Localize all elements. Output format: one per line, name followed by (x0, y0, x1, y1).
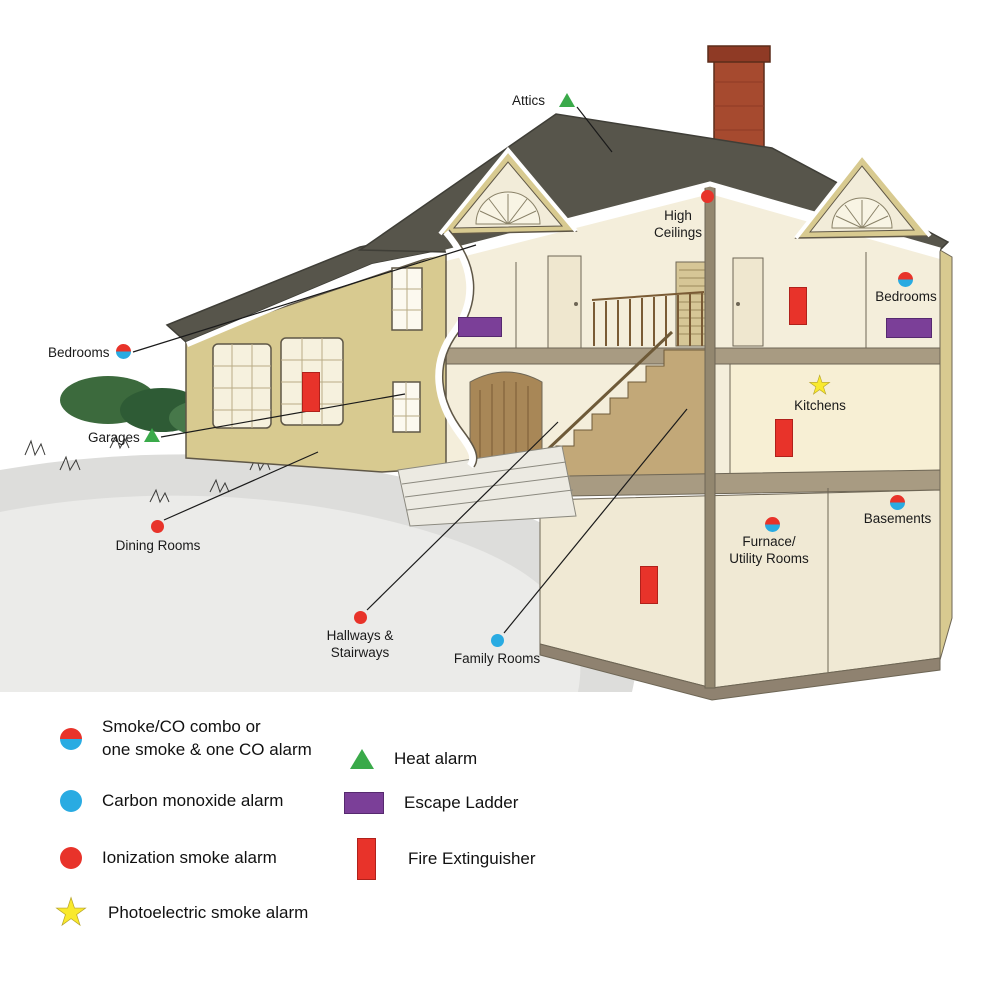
heat-alarm-icon (559, 93, 575, 107)
carbon-monoxide-alarm-icon (60, 790, 82, 813)
legend-item-heat-alarm: Heat alarm (350, 748, 477, 771)
photoelectric-smoke-alarm-icon (808, 372, 831, 398)
room-label-attics: Attics (512, 93, 546, 108)
garage-wing (165, 228, 449, 473)
fire-extinguisher-icon (357, 838, 376, 880)
escape-ladder-icon (458, 317, 502, 337)
legend-item-ionization-smoke: Ionization smoke alarm (60, 847, 277, 870)
front-steps (397, 445, 577, 527)
escape-ladder-icon (344, 792, 384, 815)
room-label-furnace-utility: Furnace/ Utility Rooms (729, 534, 809, 566)
fire-extinguisher-icon (302, 372, 320, 412)
photoelectric-smoke-alarm-icon (54, 894, 88, 932)
ionization-smoke-alarm-icon (151, 520, 164, 533)
heat-alarm-icon (350, 749, 374, 770)
heat-alarm-icon (144, 428, 160, 442)
cutaway-edge (435, 229, 478, 469)
ionization-smoke-alarm-icon (701, 190, 714, 203)
room-label-bedrooms-right: Bedrooms (875, 289, 937, 304)
fire-extinguisher-icon (640, 566, 658, 604)
smoke-co-combo-icon (116, 344, 131, 359)
fire-extinguisher-icon (775, 419, 793, 457)
main-roof (357, 113, 950, 255)
carbon-monoxide-alarm-icon (491, 634, 504, 647)
smoke-co-combo-icon (60, 727, 82, 750)
room-label-garages: Garages (88, 430, 140, 445)
room-label-high-ceilings: High Ceilings (653, 208, 703, 240)
legend-label: Escape Ladder (404, 793, 519, 812)
legend-label: Photoelectric smoke alarm (108, 902, 309, 922)
smoke-co-combo-icon (890, 495, 905, 510)
room-label-basements: Basements (863, 511, 932, 526)
leader-lines (132, 106, 688, 634)
room-label-hallways-stairways: Hallways & Stairways (326, 628, 394, 660)
legend-label: Heat alarm (394, 749, 478, 768)
smoke-co-combo-icon (898, 272, 913, 287)
gable-right (794, 150, 932, 240)
legend-label: Smoke/CO combo or one smoke & one CO ala… (102, 717, 312, 759)
banister (591, 291, 705, 346)
legend-item-carbon-monoxide: Carbon monoxide alarm (60, 790, 283, 813)
smoke-co-combo-icon (765, 517, 780, 532)
fire-extinguisher-icon (789, 287, 807, 325)
ionization-smoke-alarm-icon (60, 847, 82, 870)
ionization-smoke-alarm-icon (354, 611, 367, 624)
legend-item-smoke-co-combo: Smoke/CO combo or one smoke & one CO ala… (60, 716, 312, 762)
room-label-family-rooms: Family Rooms (453, 651, 541, 666)
legend-label: Ionization smoke alarm (102, 848, 277, 867)
legend-label: Fire Extinguisher (408, 848, 536, 868)
escape-ladder-icon (886, 318, 932, 338)
legend-label: Carbon monoxide alarm (102, 791, 284, 810)
room-label-bedrooms-left: Bedrooms (48, 345, 110, 360)
legend-item-fire-extinguisher: Fire Extinguisher (348, 838, 536, 880)
room-label-dining-rooms: Dining Rooms (115, 538, 201, 553)
room-label-kitchens: Kitchens (794, 398, 846, 413)
legend-item-escape-ladder: Escape Ladder (344, 792, 518, 815)
gable-left (438, 146, 578, 236)
legend-item-photoelectric-smoke: Photoelectric smoke alarm (54, 894, 308, 932)
